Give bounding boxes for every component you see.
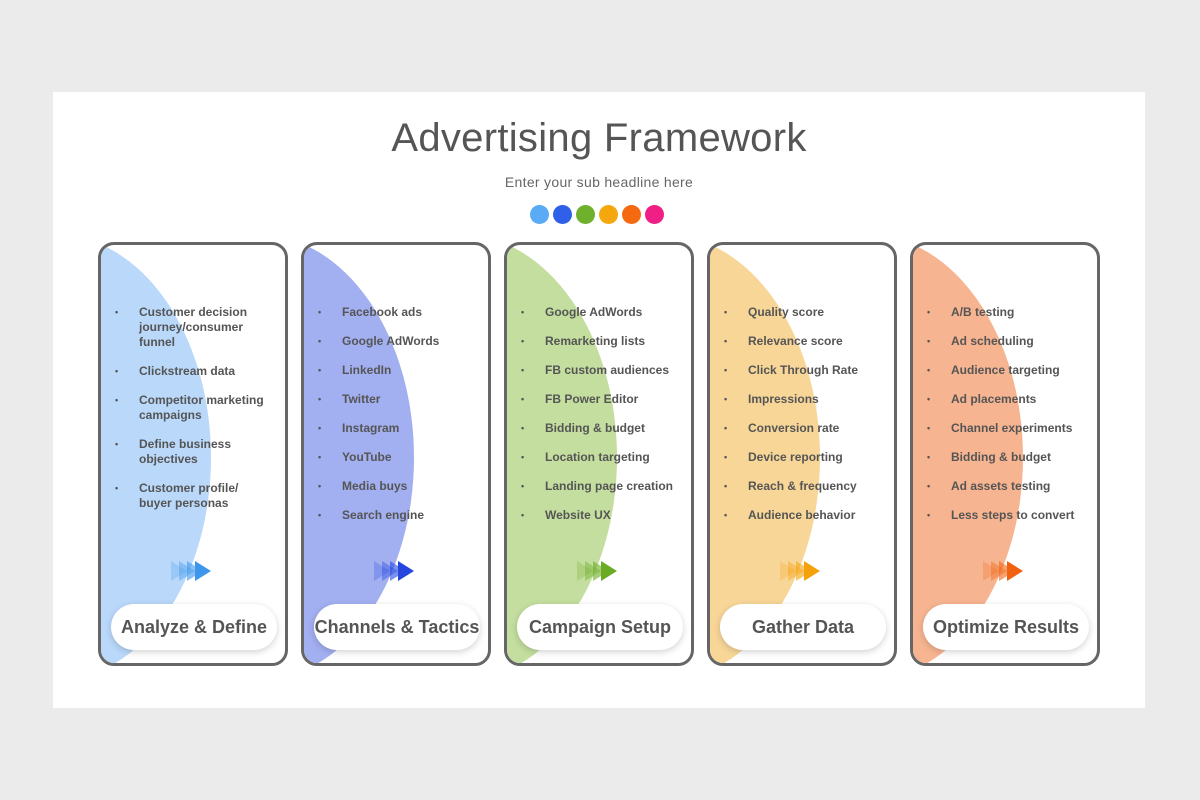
arrow-shape	[374, 561, 390, 581]
list-item: Ad assets testing	[927, 479, 1085, 494]
arrow-shape	[195, 561, 211, 581]
color-dot	[576, 205, 595, 224]
list-item: LinkedIn	[318, 363, 476, 378]
list-item: YouTube	[318, 450, 476, 465]
chevron-arrows-icon	[374, 561, 414, 581]
card-item-list: Facebook adsGoogle AdWordsLinkedInTwitte…	[318, 305, 476, 537]
card-item-list: Google AdWordsRemarketing lists FB custom…	[521, 305, 679, 537]
list-item: Reach & frequency	[724, 479, 882, 494]
card-item-list: Quality scoreRelevance scoreClick Throug…	[724, 305, 882, 537]
arrow-shape	[601, 561, 617, 581]
list-item: Media buys	[318, 479, 476, 494]
list-item: Click Through Rate	[724, 363, 882, 378]
arrow-shape	[577, 561, 593, 581]
chevron-arrows-icon	[171, 561, 211, 581]
list-item: Audience targeting	[927, 363, 1085, 378]
card-label-pill: Channels & Tactics	[314, 604, 480, 650]
list-item: Impressions	[724, 392, 882, 407]
list-item: Location targeting	[521, 450, 679, 465]
card-label-pill: Campaign Setup	[517, 604, 683, 650]
arrow-shape	[1007, 561, 1023, 581]
framework-card: Quality scoreRelevance scoreClick Throug…	[707, 242, 897, 666]
list-item: Competitor marketing campaigns	[115, 393, 273, 423]
slide: Advertising Framework Enter your sub hea…	[53, 92, 1145, 708]
color-dots	[530, 205, 664, 224]
list-item: FB Power Editor	[521, 392, 679, 407]
framework-card: A/B testing Ad schedulingAudience targeti…	[910, 242, 1100, 666]
chevron-arrows-icon	[780, 561, 820, 581]
list-item: Define business objectives	[115, 437, 273, 467]
framework-card: Customer decision journey/consumer funne…	[98, 242, 288, 666]
list-item: Bidding & budget	[927, 450, 1085, 465]
color-dot	[599, 205, 618, 224]
list-item: Google AdWords	[521, 305, 679, 320]
list-item: A/B testing	[927, 305, 1085, 320]
list-item: Customer decision journey/consumer funne…	[115, 305, 273, 350]
list-item: Twitter	[318, 392, 476, 407]
list-item: Landing page creation	[521, 479, 679, 494]
card-item-list: Customer decision journey/consumer funne…	[115, 305, 273, 525]
arrow-shape	[780, 561, 796, 581]
list-item: Search engine	[318, 508, 476, 523]
list-item: Ad scheduling	[927, 334, 1085, 349]
list-item: Relevance score	[724, 334, 882, 349]
list-item: Website UX	[521, 508, 679, 523]
card-item-list: A/B testing Ad schedulingAudience targeti…	[927, 305, 1085, 537]
list-item: Ad placements	[927, 392, 1085, 407]
list-item: Less steps to convert	[927, 508, 1085, 523]
arrow-shape	[983, 561, 999, 581]
arrow-shape	[804, 561, 820, 581]
list-item: Audience behavior	[724, 508, 882, 523]
list-item: Instagram	[318, 421, 476, 436]
list-item: Bidding & budget	[521, 421, 679, 436]
framework-card: Facebook adsGoogle AdWordsLinkedInTwitte…	[301, 242, 491, 666]
framework-card: Google AdWordsRemarketing lists FB custom…	[504, 242, 694, 666]
page-subtitle: Enter your sub headline here	[504, 174, 694, 190]
color-dot	[530, 205, 549, 224]
card-label-pill: Optimize Results	[923, 604, 1089, 650]
color-dot	[622, 205, 641, 224]
chevron-arrows-icon	[983, 561, 1023, 581]
list-item: Clickstream data	[115, 364, 273, 379]
list-item: Google AdWords	[318, 334, 476, 349]
list-item: Facebook ads	[318, 305, 476, 320]
list-item: FB custom audiences	[521, 363, 679, 378]
arrow-shape	[171, 561, 187, 581]
card-label-pill: Gather Data	[720, 604, 886, 650]
list-item: Customer profile/ buyer personas	[115, 481, 273, 511]
list-item: Channel experiments	[927, 421, 1085, 436]
list-item: Remarketing lists	[521, 334, 679, 349]
card-label-pill: Analyze & Define	[111, 604, 277, 650]
color-dot	[645, 205, 664, 224]
list-item: Device reporting	[724, 450, 882, 465]
chevron-arrows-icon	[577, 561, 617, 581]
list-item: Quality score	[724, 305, 882, 320]
color-dot	[553, 205, 572, 224]
list-item: Conversion rate	[724, 421, 882, 436]
arrow-shape	[398, 561, 414, 581]
page-title: Advertising Framework	[391, 116, 807, 160]
